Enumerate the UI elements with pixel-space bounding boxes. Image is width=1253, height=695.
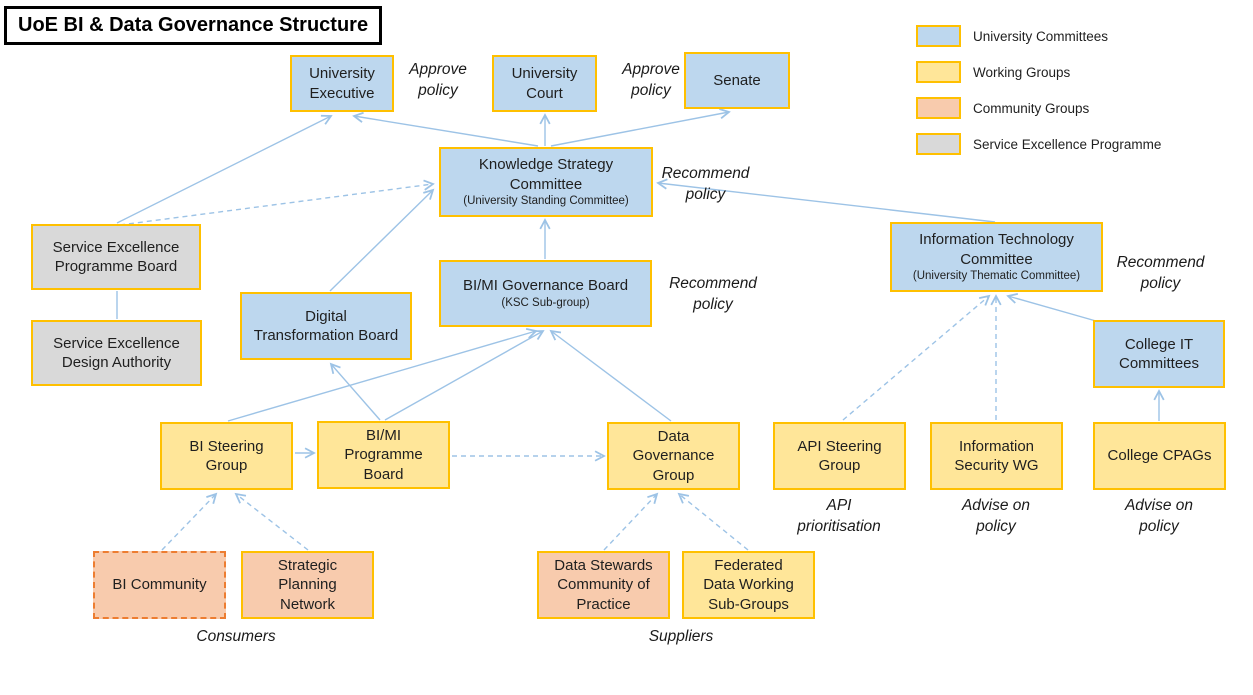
node-strategic-planning-network: Strategic Planning Network bbox=[241, 551, 374, 619]
legend-label: Community Groups bbox=[973, 100, 1090, 116]
node-label: BI Steering Group bbox=[189, 437, 264, 475]
edge-service-excellence-programme-board-to-university-executive bbox=[116, 116, 331, 224]
legend-item: Service Excellence Programme bbox=[916, 133, 1161, 155]
annotation-approve-policy-left: Approve policy bbox=[409, 61, 467, 99]
edge-digital-transformation-board-to-knowledge-strategy-committee bbox=[329, 190, 433, 292]
node-digital-transformation-board: Digital Transformation Board bbox=[240, 292, 412, 360]
edge-bimi-programme-board-to-digital-transformation-board bbox=[331, 364, 381, 421]
node-label: BI/MI Governance Board bbox=[462, 277, 629, 295]
node-bi-community: BI Community bbox=[93, 551, 226, 619]
node-label: Service Excellence Design Authority bbox=[53, 334, 180, 372]
node-sublabel: (KSC Sub-group) bbox=[501, 296, 590, 309]
node-data-stewards-community-of-practice: Data Stewards Community of Practice bbox=[537, 551, 670, 619]
edge-strategic-planning-network-to-bi-steering-group bbox=[236, 494, 309, 551]
node-knowledge-strategy-committee: Knowledge Strategy Committee (University … bbox=[439, 147, 653, 217]
edge-information-technology-committee-to-knowledge-strategy-committee bbox=[658, 183, 996, 223]
edge-federated-data-working-sub-groups-to-data-governance-group bbox=[679, 494, 749, 551]
annotation-api-prioritisation: API prioritisation bbox=[797, 497, 881, 535]
node-label: Federated Data Working Sub-Groups bbox=[703, 556, 794, 613]
node-information-technology-committee: Information Technology Committee (Univers… bbox=[890, 222, 1103, 292]
node-data-governance-group: Data Governance Group bbox=[607, 422, 740, 490]
legend-label: Service Excellence Programme bbox=[973, 136, 1162, 152]
annotation-recommend-policy-ksc: Recommend policy bbox=[661, 165, 750, 203]
node-federated-data-working-sub-groups: Federated Data Working Sub-Groups bbox=[682, 551, 815, 619]
node-service-excellence-design-authority: Service Excellence Design Authority bbox=[31, 320, 202, 386]
node-label: BI/MI Programme Board bbox=[344, 426, 423, 483]
annotation-recommend-policy-bimi: Recommend policy bbox=[669, 275, 757, 313]
node-label: API Steering Group bbox=[797, 437, 882, 475]
edge-bimi-programme-board-to-bimi-governance-board bbox=[384, 331, 543, 421]
annotation-suppliers: Suppliers bbox=[648, 628, 714, 645]
node-label: University Executive bbox=[309, 65, 375, 102]
node-api-steering-group: API Steering Group bbox=[773, 422, 906, 490]
node-university-court: University Court bbox=[492, 55, 597, 112]
annotation-advise-on-policy-iswg: Advise on policy bbox=[961, 497, 1031, 535]
node-sublabel: (University Standing Committee) bbox=[463, 195, 629, 208]
node-label: Data Stewards Community of Practice bbox=[554, 556, 653, 613]
edge-knowledge-strategy-committee-to-university-executive bbox=[354, 116, 539, 147]
node-label: Strategic Planning Network bbox=[277, 556, 338, 613]
node-bi-steering-group: BI Steering Group bbox=[160, 422, 293, 490]
legend-item: Working Groups bbox=[916, 61, 1161, 83]
node-information-security-wg: Information Security WG bbox=[930, 422, 1063, 490]
legend-swatch-icon bbox=[916, 25, 961, 47]
annotation-advise-on-policy-cpags: Advise on policy bbox=[1124, 497, 1194, 535]
edge-bi-steering-group-to-bimi-governance-board bbox=[227, 331, 536, 422]
node-label: BI Community bbox=[112, 576, 207, 594]
legend-swatch-icon bbox=[916, 97, 961, 119]
node-label: Digital Transformation Board bbox=[253, 307, 399, 345]
node-label: Information Technology Committee bbox=[919, 231, 1074, 268]
legend-label: Working Groups bbox=[973, 64, 1071, 80]
annotation-consumers: Consumers bbox=[196, 628, 276, 645]
legend-swatch-icon bbox=[916, 133, 961, 155]
legend-item: Community Groups bbox=[916, 97, 1161, 119]
node-bimi-governance-board: BI/MI Governance Board(KSC Sub-group) bbox=[439, 260, 652, 327]
node-label: Information Security WG bbox=[954, 437, 1039, 475]
diagram-title: UoE BI & Data Governance Structure bbox=[4, 6, 383, 45]
edge-data-stewards-community-of-practice-to-data-governance-group bbox=[603, 494, 657, 551]
node-label: College CPAGs bbox=[1107, 447, 1212, 465]
legend-label: University Committees bbox=[973, 28, 1109, 44]
node-label: University Court bbox=[511, 65, 578, 102]
legend-item: University Committees bbox=[916, 25, 1161, 47]
node-sublabel: (University Thematic Committee) bbox=[912, 270, 1081, 283]
edge-bi-community-to-bi-steering-group bbox=[161, 494, 216, 551]
node-label: Knowledge Strategy Committee bbox=[478, 156, 614, 193]
annotation-recommend-policy-itc: Recommend policy bbox=[1116, 254, 1205, 292]
node-label: Data Governance Group bbox=[632, 427, 715, 484]
node-label: College IT Committees bbox=[1118, 335, 1200, 373]
legend-swatch-icon bbox=[916, 61, 961, 83]
node-senate: Senate bbox=[684, 52, 790, 109]
node-college-it-committees: College IT Committees bbox=[1093, 320, 1225, 388]
edge-api-steering-group-to-information-technology-committee bbox=[842, 296, 989, 421]
node-service-excellence-programme-board: Service Excellence Programme Board bbox=[31, 224, 201, 290]
annotation-approve-policy-right: Approve policy bbox=[622, 61, 680, 99]
node-university-executive: University Executive bbox=[290, 55, 394, 112]
node-label: Service Excellence Programme Board bbox=[52, 238, 180, 276]
node-bimi-programme-board: BI/MI Programme Board bbox=[317, 421, 450, 489]
edge-college-it-committees-to-information-technology-committee bbox=[1008, 296, 1097, 322]
edge-data-governance-group-to-bimi-governance-board bbox=[551, 331, 672, 422]
edge-service-excellence-programme-board-to-knowledge-strategy-committee bbox=[119, 184, 433, 226]
edge-knowledge-strategy-committee-to-senate bbox=[550, 112, 729, 147]
node-label: Senate bbox=[713, 71, 761, 89]
node-college-cpags: College CPAGs bbox=[1093, 422, 1226, 490]
